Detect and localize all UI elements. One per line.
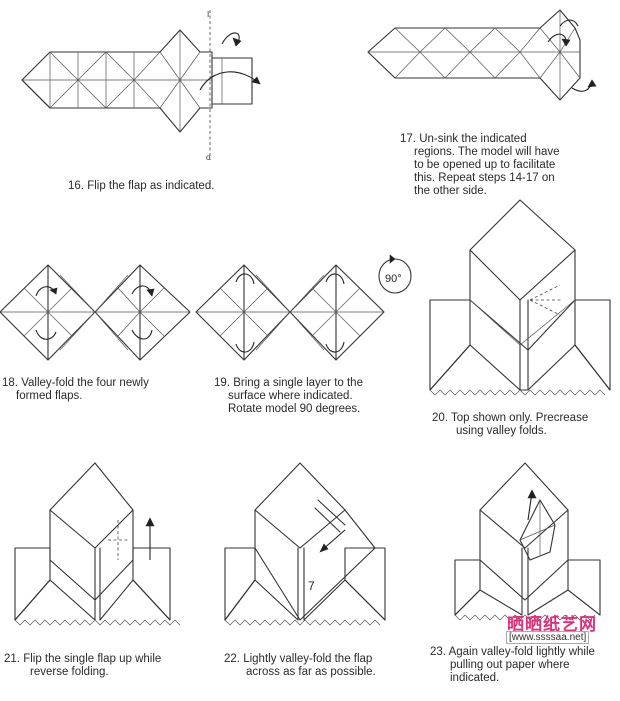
step-20-caption: 20. Top shown only. Precrease using vall… (432, 412, 588, 438)
step-17-caption: 17. Un-sink the indicated regions. The m… (400, 133, 560, 198)
step-17-line-1: Un-sink the indicated (419, 133, 527, 145)
step-16-diagram: I o (21, 10, 261, 162)
step-22-line-2: across as far as possible. (246, 666, 376, 678)
step-21-line-2: reverse folding. (30, 666, 109, 678)
svg-text:o: o (206, 153, 211, 162)
step-20-line-2: using valley folds. (456, 425, 547, 437)
step-20-line-1: Top shown only. Precrease (451, 412, 589, 424)
step-19-line-3: Rotate model 90 degrees. (228, 403, 361, 415)
step-23-caption: 23. Again valley-fold lightly while pull… (430, 646, 595, 685)
watermark-url: [www.ssssaa.net] (506, 631, 590, 644)
step-23-line-2: pulling out paper where (450, 659, 570, 671)
step-19-number: 19. (214, 377, 230, 389)
step-22-number: 22. (224, 653, 240, 665)
step-17-line-3: to be opened up to facilitate (414, 159, 556, 171)
watermark-title: 晒晒纸艺网 (507, 615, 597, 635)
step-18-line-2: formed flaps. (16, 390, 83, 402)
step-16-line-1: Flip the flap as indicated. (87, 180, 215, 192)
step-18-number: 18. (2, 377, 18, 389)
step-23-diagram (454, 462, 601, 621)
step-20-diagram (429, 199, 611, 396)
step-16-number: 16. (68, 180, 84, 192)
step-23-number: 23. (430, 646, 446, 658)
step-18-diagram (0, 264, 191, 361)
step-23-line-1: Again valley-fold lightly while (448, 646, 595, 658)
step-19-line-2: surface where indicated. (228, 390, 353, 402)
step-17-line-5: the other side. (414, 185, 487, 197)
step-17-line-4: this. Repeat steps 14-17 on (414, 172, 555, 184)
step-21-caption: 21. Flip the single flap up while revers… (4, 653, 161, 679)
step-19-line-1: Bring a single layer to the (233, 377, 363, 389)
rotate-90-symbol (378, 254, 412, 294)
step-20-number: 20. (432, 412, 448, 424)
step-22-diagram (224, 462, 386, 626)
rotate-90-label: 90° (385, 273, 402, 285)
step-21-number: 21. (4, 653, 20, 665)
step-22-caption: 22. Lightly valley-fold the flap across … (224, 653, 376, 679)
step-17-number: 17. (400, 133, 416, 145)
step-18-caption: 18. Valley-fold the four newly formed fl… (2, 377, 149, 403)
step-23-line-3: indicated. (450, 672, 500, 684)
step-19-caption: 19. Bring a single layer to the surface … (214, 377, 363, 416)
svg-text:I: I (207, 10, 209, 19)
step-16-caption: 16. Flip the flap as indicated. (68, 180, 214, 193)
step-21-diagram (14, 462, 181, 626)
step-19-diagram (195, 264, 385, 361)
crease-number-label: 7 (308, 579, 315, 593)
step-21-line-1: Flip the single flap up while (23, 653, 162, 665)
step-18-line-1: Valley-fold the four newly (21, 377, 149, 389)
step-17-line-2: regions. The model will have (414, 146, 560, 158)
step-17-diagram (367, 9, 597, 101)
step-22-line-1: Lightly valley-fold the flap (243, 653, 373, 665)
